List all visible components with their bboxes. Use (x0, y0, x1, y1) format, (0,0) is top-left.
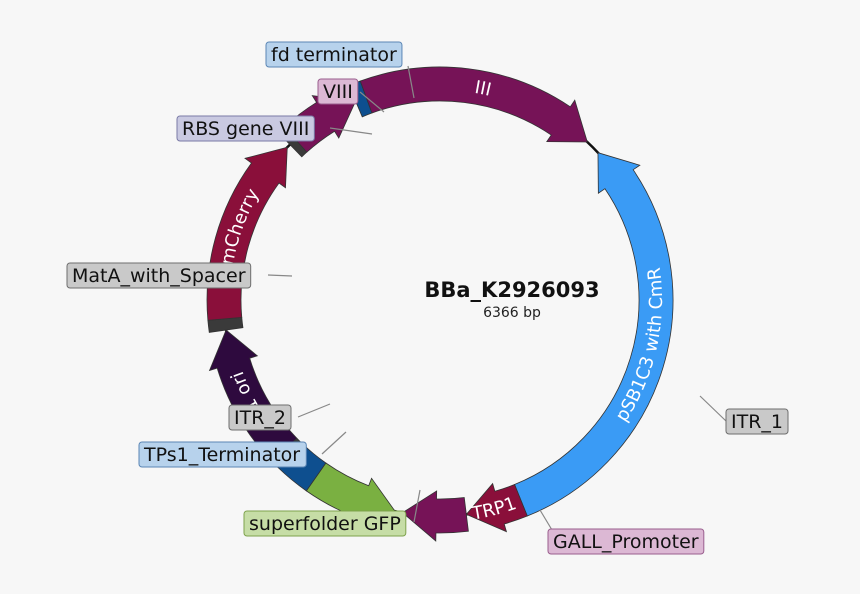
feature-label-III: III (473, 77, 493, 101)
lbl-sfgfp-box (243, 510, 407, 537)
lbl-itr1-box (725, 408, 789, 435)
lbl-rbs-text: RBS gene VIII (182, 118, 309, 140)
lbl-fd-text: fd terminator (271, 44, 397, 66)
lbl-rbs[interactable]: RBS gene VIII (176, 115, 315, 142)
lbl-gall[interactable]: GALL_Promoter (547, 528, 705, 555)
feature-III[interactable] (359, 66, 588, 143)
lbl-itr2-text: ITR_2 (234, 407, 286, 429)
feature-TRP1[interactable] (465, 482, 528, 533)
lbl-tps1-text: TPs1_Terminator (143, 444, 300, 466)
lbl-itr2[interactable]: ITR_2 (228, 404, 292, 431)
leader-lbl-mata (267, 274, 293, 277)
plasmid-name: BBa_K2926093 (424, 278, 599, 302)
lbl-gall-text: GALL_Promoter (553, 531, 699, 553)
leader-lbl-viii (359, 91, 385, 113)
leader-lbl-rbs (329, 127, 373, 135)
lbl-sfgfp-text: superfolder GFP (249, 513, 401, 535)
feature-GALL[interactable] (401, 490, 469, 542)
plasmid-length: 6366 bp (483, 305, 541, 321)
lbl-sfgfp[interactable]: superfolder GFP (243, 510, 407, 537)
feature-mCherry[interactable] (206, 146, 288, 321)
lbl-tps1-box (138, 441, 307, 468)
lbl-itr1[interactable]: ITR_1 (725, 408, 789, 435)
leader-lbl-tps1 (321, 431, 347, 455)
lbl-viii-box (317, 78, 359, 105)
lbl-mata[interactable]: MatA_with_Spacer (66, 262, 252, 289)
lbl-viii[interactable]: VIII (317, 78, 359, 105)
leader-lbl-sfgfp (413, 489, 421, 523)
lbl-fd[interactable]: fd terminator (265, 41, 403, 68)
lbl-fd-box (265, 41, 403, 68)
leader-lbl-gall (539, 509, 553, 531)
leader-lbl-itr1 (699, 395, 727, 422)
lbl-gall-box (547, 528, 705, 555)
lbl-mata-box (66, 262, 252, 289)
lbl-rbs-box (176, 115, 315, 142)
lbl-mata-text: MatA_with_Spacer (72, 265, 246, 287)
lbl-itr2-box (228, 404, 292, 431)
lbl-tps1[interactable]: TPs1_Terminator (138, 441, 307, 468)
leader-lbl-fd (407, 65, 415, 99)
lbl-itr1-text: ITR_1 (731, 411, 783, 433)
lbl-viii-text: VIII (323, 81, 353, 103)
leader-lbl-itr2 (297, 403, 331, 418)
